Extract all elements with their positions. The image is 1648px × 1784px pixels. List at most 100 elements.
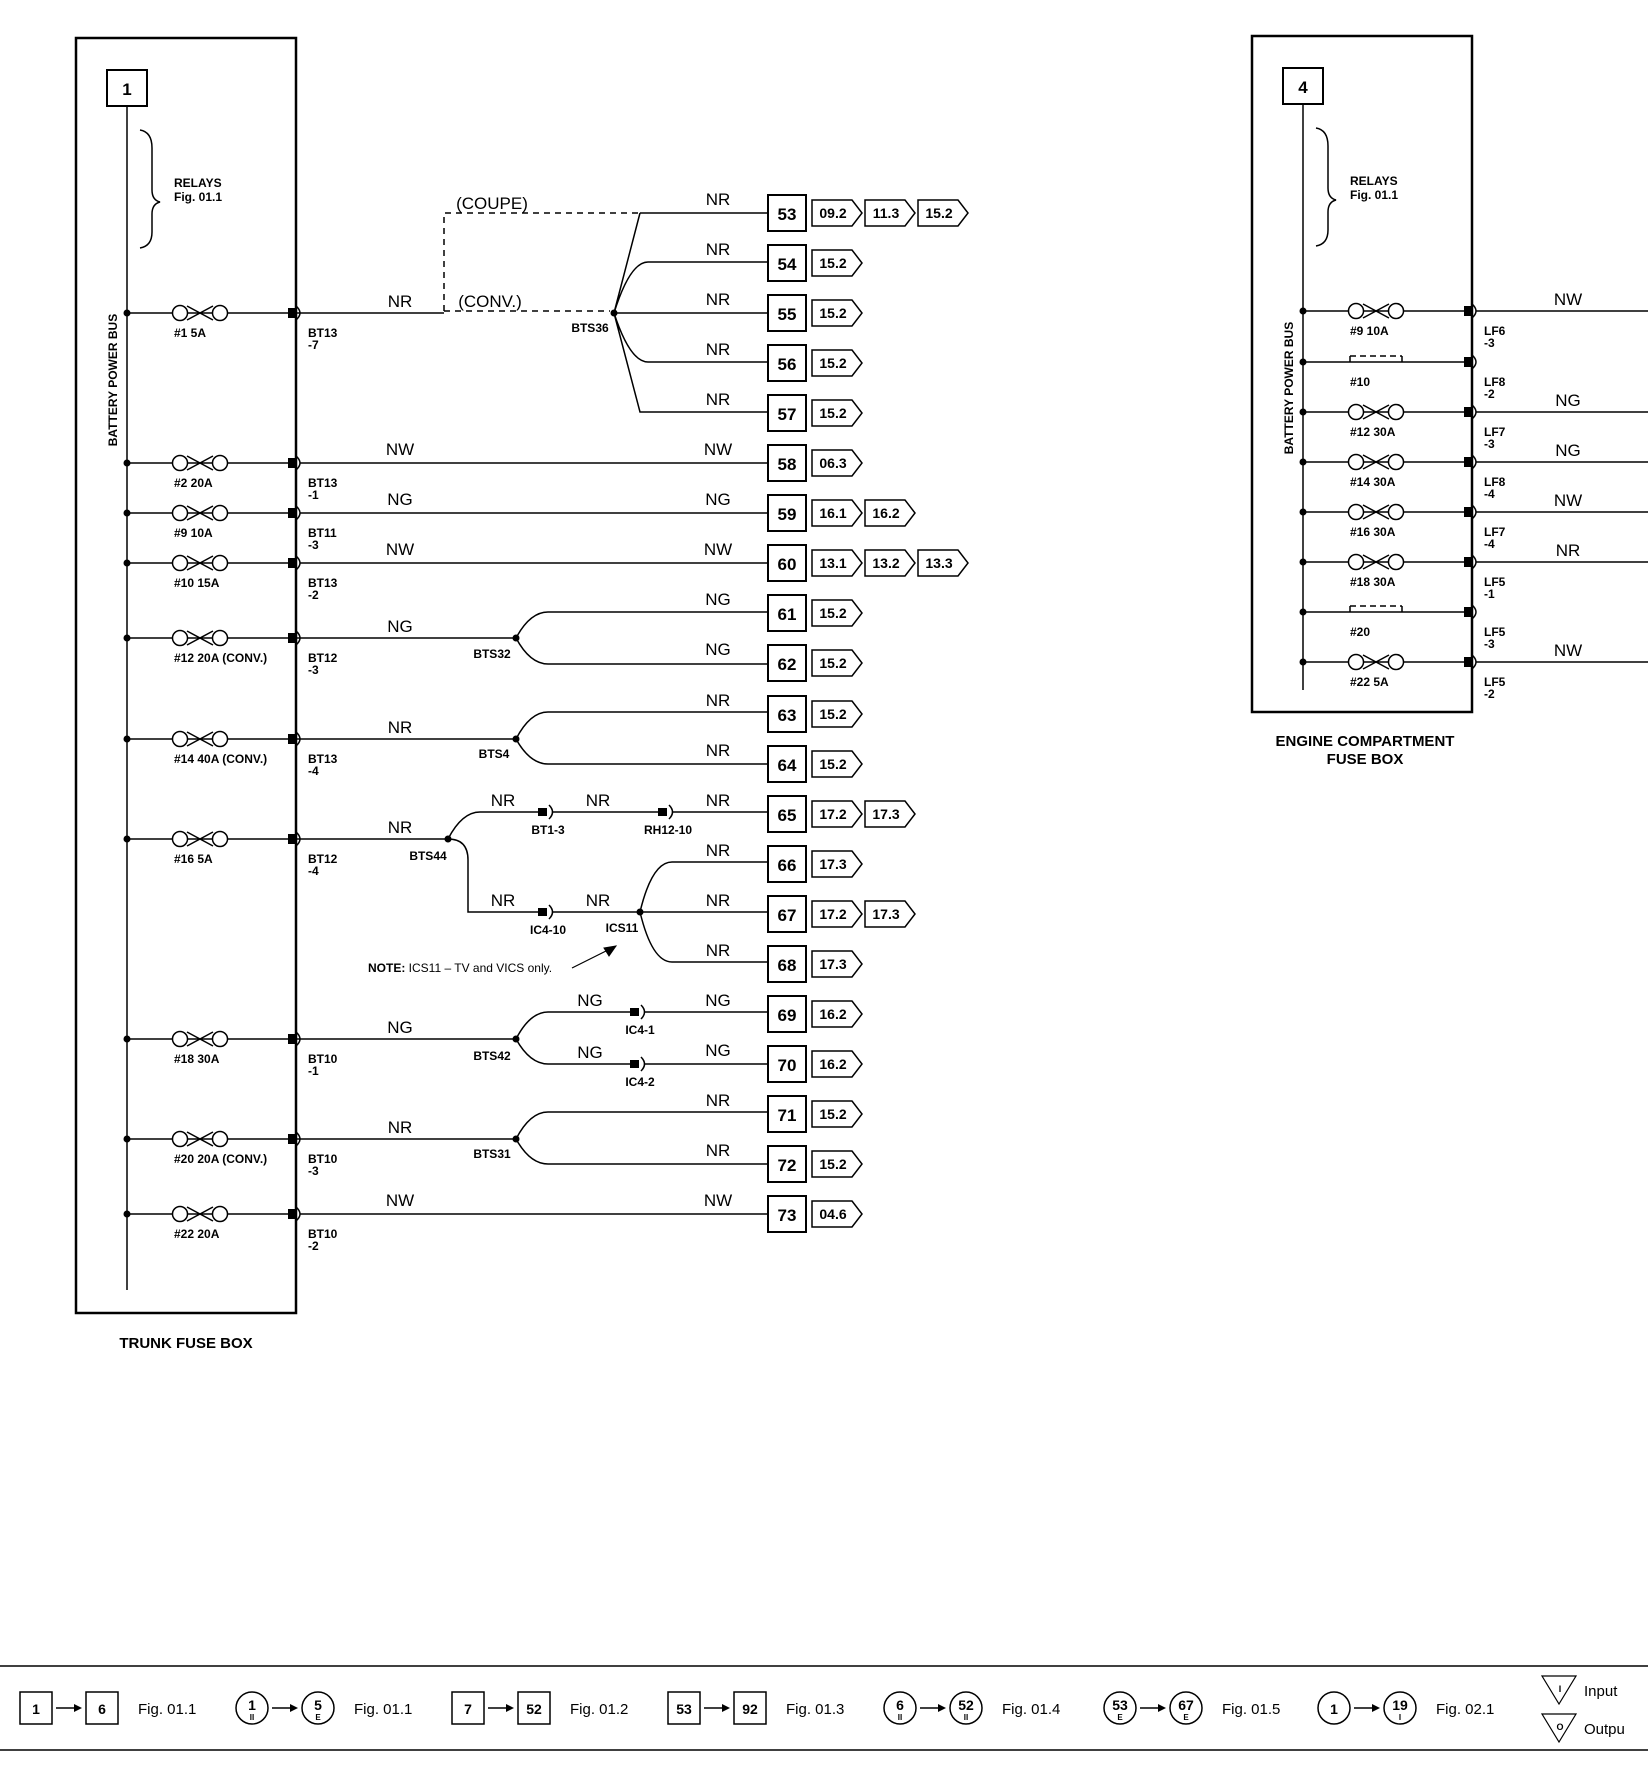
nav-5-to-text: 67 — [1178, 1697, 1194, 1713]
trunk-fuse-2-fuse-link — [186, 505, 214, 521]
output-67-ref-1-text: 17.3 — [872, 906, 899, 922]
output-61-num: 61 — [778, 605, 797, 624]
nav-4-from-text: 6 — [896, 1697, 904, 1713]
output-60-ref-1-tag — [864, 549, 916, 577]
output-62-ref-0-text: 15.2 — [819, 655, 846, 671]
trunk-fuse-1-conn-pin: -1 — [308, 488, 319, 502]
output-60-wire-label: NW — [704, 540, 732, 559]
output-54-num: 54 — [778, 255, 797, 274]
output-57-wire-label: NR — [706, 390, 731, 409]
engine-fuse-2-fuse-right — [1387, 403, 1405, 421]
output-62-num: 62 — [778, 655, 797, 674]
trunk-fuse-1-conn-pin — [288, 458, 296, 468]
output-64-ref-0-tag — [811, 750, 863, 778]
trunk-fuse-4-fuse-link — [186, 630, 214, 646]
output-60-num: 60 — [778, 555, 797, 574]
bts36-fan — [613, 212, 768, 413]
output-65-ref-0-text: 17.2 — [819, 806, 846, 822]
output-66-ref-0-tag — [811, 850, 863, 878]
nav-3-arrow-head — [722, 1704, 730, 1712]
output-54-wire-label: NR — [706, 240, 731, 259]
nav-0-fig: Fig. 01.1 — [138, 1701, 196, 1718]
output-60-ref-2-text: 13.3 — [925, 555, 952, 571]
engine-fuse-4-fuse-right — [1387, 503, 1405, 521]
engine-bus-label: BATTERY POWER BUS — [1282, 322, 1296, 454]
conv-label: (CONV.) — [458, 292, 522, 311]
engine-fuse-0-wire-label: NW — [1554, 290, 1582, 309]
wire-label-bt10_2: NW — [386, 1191, 414, 1210]
output-55-ref-0-tag — [811, 299, 863, 327]
output-72-ref-0-text: 15.2 — [819, 1156, 846, 1172]
output-55-ref-0-text: 15.2 — [819, 305, 846, 321]
engine-fuse-4-fuse-left — [1347, 503, 1365, 521]
engine-fuse-3-fuse-left — [1347, 453, 1365, 471]
wire-label-bt11_3: NG — [387, 490, 413, 509]
output-56-ref-0-text: 15.2 — [819, 355, 846, 371]
trunk-fuse-7-fuse-right — [211, 1030, 229, 1048]
bts4-label: BTS4 — [479, 747, 510, 761]
output-71-ref-0-tag — [811, 1100, 863, 1128]
engine-box-id: 4 — [1298, 78, 1308, 97]
trunk-fuse-6-conn-socket — [295, 831, 301, 847]
output-59-ref-1-text: 16.2 — [872, 505, 899, 521]
nav-3-fig: Fig. 01.3 — [786, 1701, 844, 1718]
output-60-ref-2-tag — [917, 549, 969, 577]
bts42-label: BTS42 — [473, 1049, 511, 1063]
nav-5-from-sub: E — [1117, 1713, 1123, 1722]
trunk-fuse-4-conn-pin: -3 — [308, 663, 319, 677]
trunk-relays-brace — [139, 129, 161, 249]
engine-fuse-3-fuse-right — [1387, 453, 1405, 471]
engine-fuse-6-conn-name: LF5 — [1484, 625, 1506, 639]
bts42-dot — [512, 1035, 520, 1043]
trunk-fuse-1-label: #2 20A — [174, 476, 213, 490]
conn-ic4-2-label: IC4-2 — [625, 1075, 655, 1089]
nav-2-from-square — [451, 1691, 485, 1725]
output-55-wire-label: NR — [706, 290, 731, 309]
trunk-fuse-3-fuse-link — [186, 555, 214, 571]
trunk-fuse-7-conn-pin — [288, 1034, 296, 1044]
nav-4-from-sub: II — [898, 1713, 902, 1722]
trunk-fuse-5-conn-socket — [295, 731, 301, 747]
trunk-fuse-2-conn-name: BT11 — [308, 526, 337, 540]
engine-fuse-0-fuse-left — [1347, 302, 1365, 320]
trunk-fuse-9-conn-pin: -2 — [308, 1239, 319, 1253]
trunk-fuse-2-conn-pin — [288, 508, 296, 518]
nav-1-arrow-head — [290, 1704, 298, 1712]
nav-3-from-square — [667, 1691, 701, 1725]
trunk-fuse-5-conn-name: BT13 — [308, 752, 338, 766]
output-62-wire-label: NG — [705, 640, 731, 659]
output-72-ref-0-tag — [811, 1150, 863, 1178]
nav-3-from-text: 53 — [676, 1701, 692, 1717]
engine-fuse-2-fuse-left — [1347, 403, 1365, 421]
trunk-fuse-8-label: #20 20A (CONV.) — [174, 1152, 267, 1166]
output-59-box — [767, 494, 807, 532]
output-65-box — [767, 795, 807, 833]
trunk-fuse-8-fuse-right — [211, 1130, 229, 1148]
engine-fuse-1-conn-pin — [1464, 357, 1472, 367]
trunk-fuse-9-fuse-right — [211, 1205, 229, 1223]
output-53-num: 53 — [778, 205, 797, 224]
legend-input-label: Input — [1584, 1683, 1618, 1700]
bts4-fan — [296, 711, 768, 765]
output-60-ref-0-text: 13.1 — [819, 555, 846, 571]
output-73-ref-0-text: 04.6 — [819, 1206, 846, 1222]
output-63-wire-label: NR — [706, 691, 731, 710]
ics11-label: ICS11 — [606, 921, 639, 935]
output-66-box — [767, 845, 807, 883]
nav-5-from-circle — [1103, 1691, 1137, 1725]
conn-ic4-1-socket — [640, 1004, 646, 1020]
trunk-box-title: TRUNK FUSE BOX — [119, 1335, 252, 1352]
bts31-label: BTS31 — [473, 1147, 511, 1161]
nav-2-arrow-head — [506, 1704, 514, 1712]
trunk-fuse-4-conn-socket — [295, 630, 301, 646]
engine-fuse-5-conn-pin: -1 — [1484, 587, 1495, 601]
output-63-num: 63 — [778, 706, 797, 725]
nav-0-to-text: 6 — [98, 1701, 106, 1717]
engine-fuse-5-fuse-left — [1347, 553, 1365, 571]
note-body: ICS11 – TV and VICS only. — [405, 961, 552, 975]
trunk-fuse-5-fuse-right — [211, 730, 229, 748]
output-64-ref-0-text: 15.2 — [819, 756, 846, 772]
engine-fuse-7-conn-pin — [1464, 657, 1472, 667]
output-53-ref-1-tag — [864, 199, 916, 227]
